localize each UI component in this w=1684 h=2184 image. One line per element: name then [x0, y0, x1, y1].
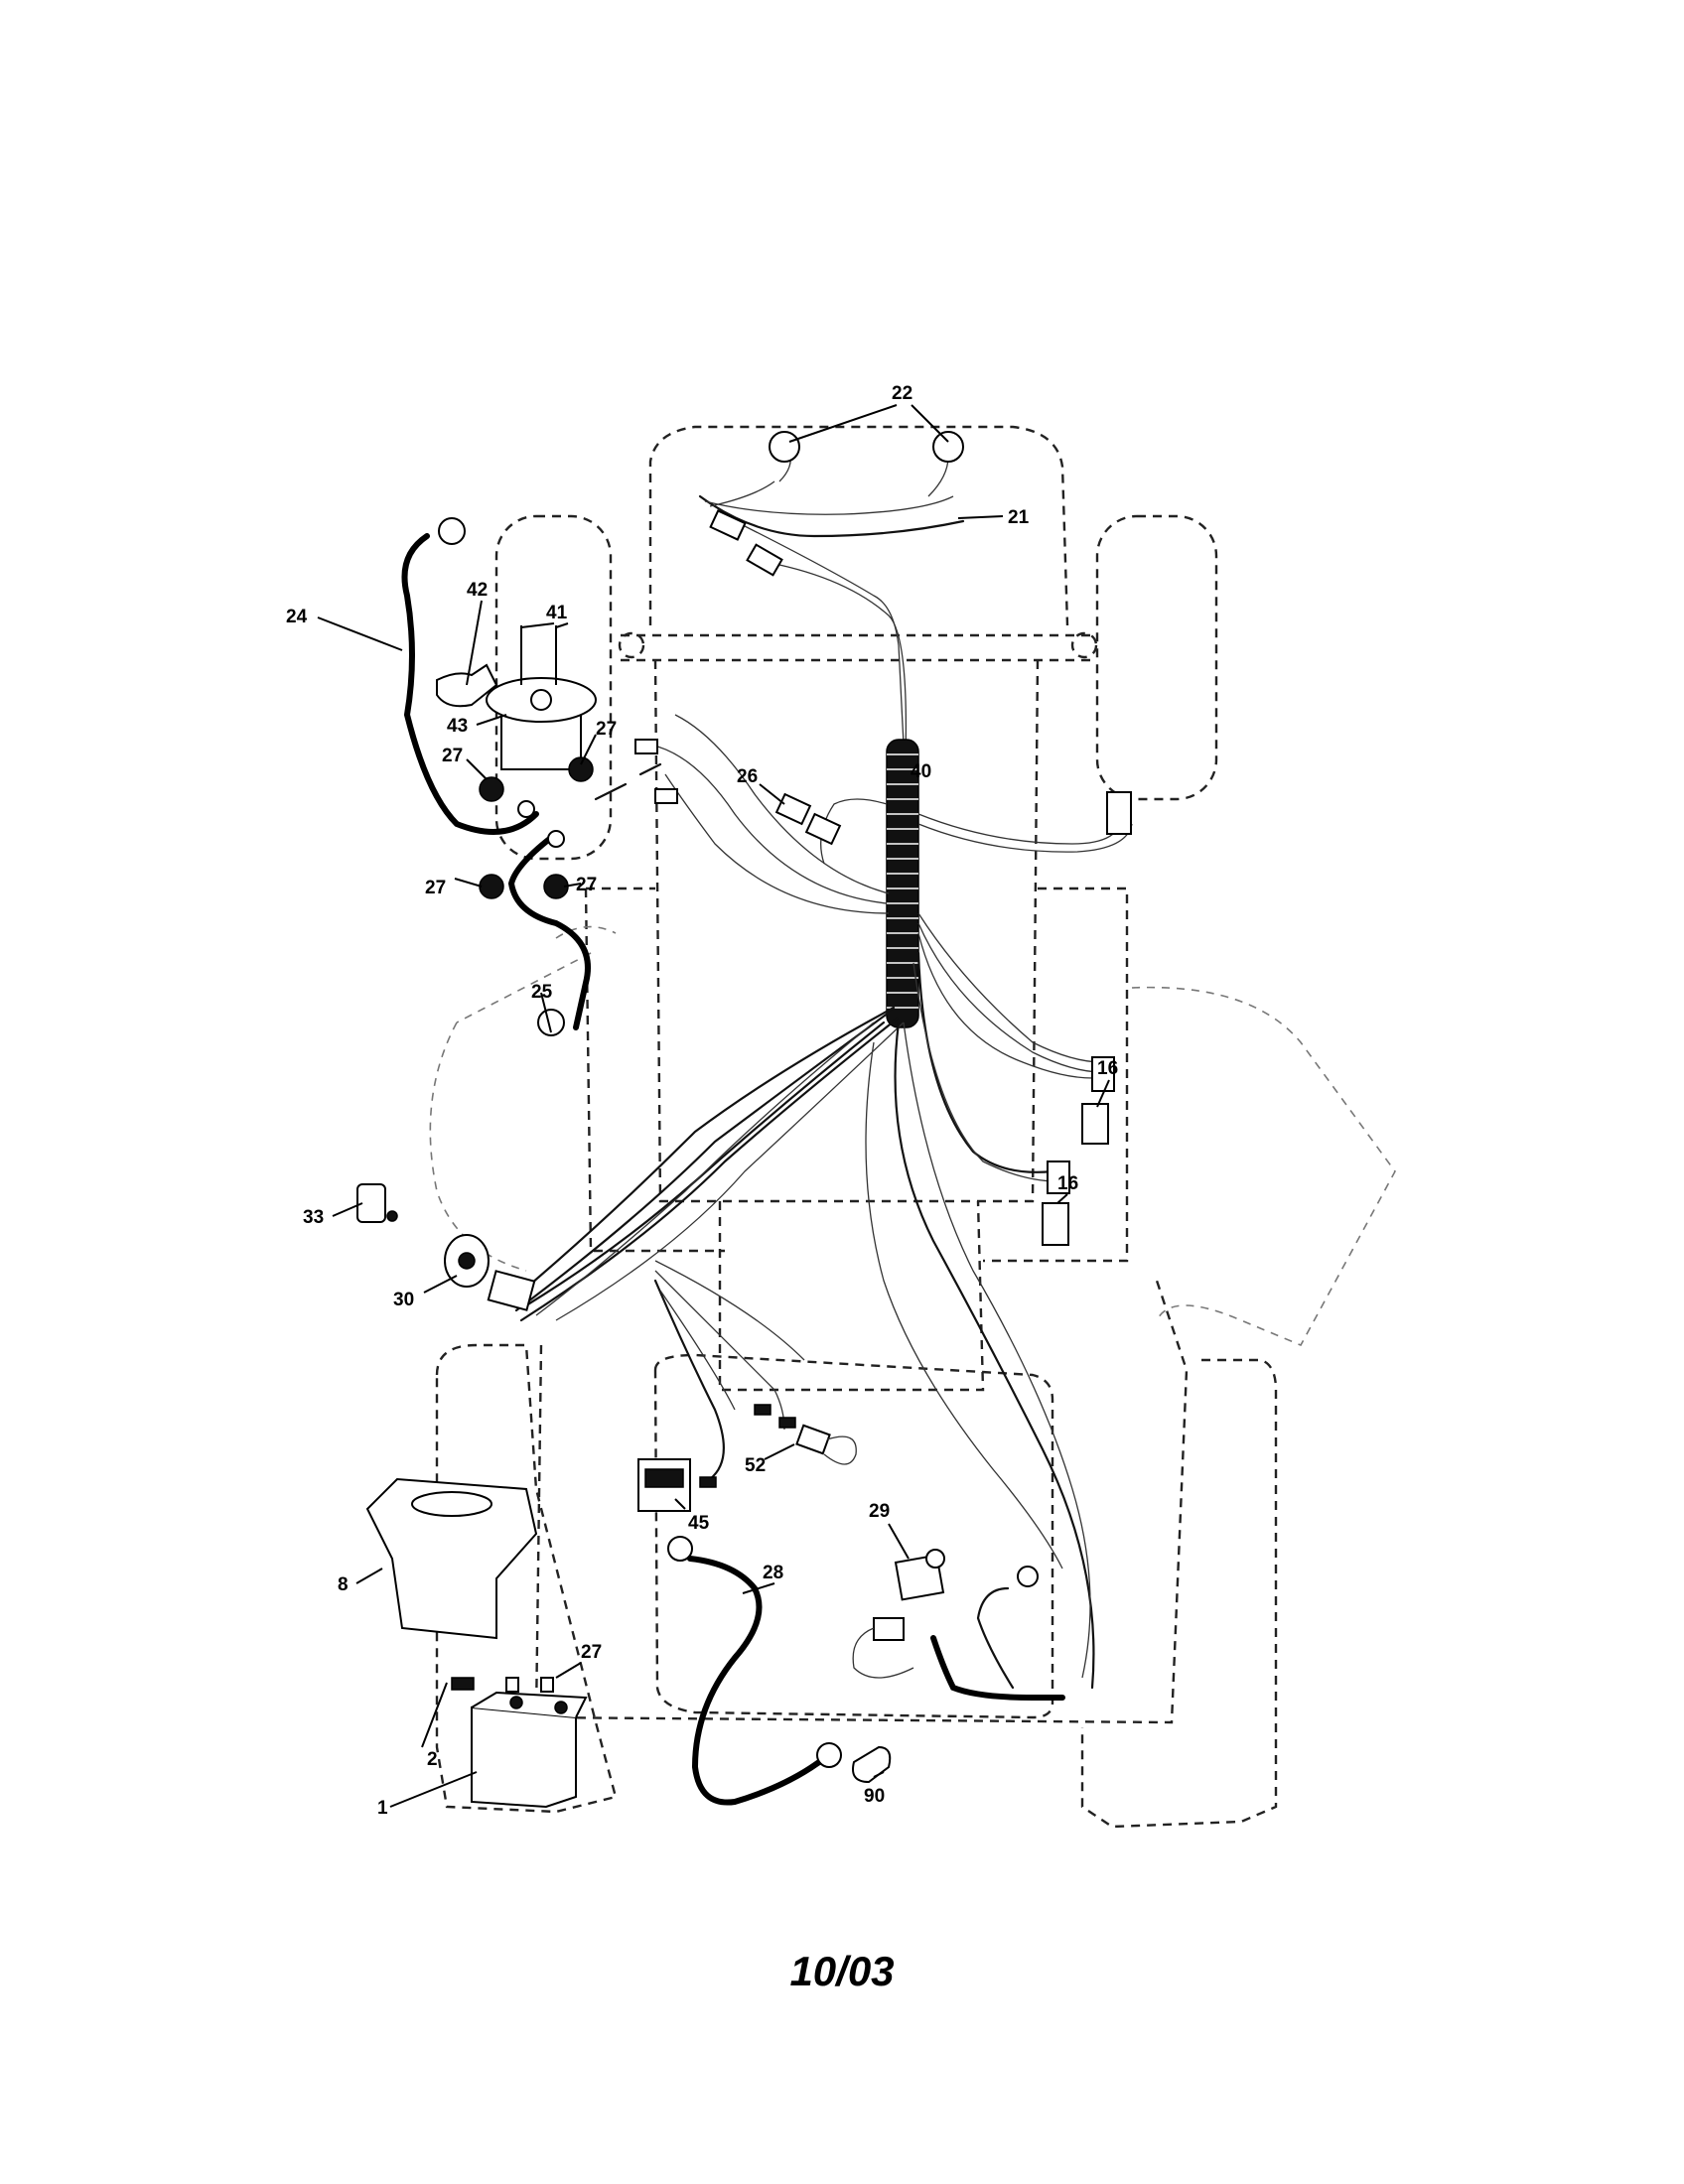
callout-22: 22 [892, 383, 912, 404]
ground-cable [667, 1536, 892, 1806]
callout-1: 1 [377, 1798, 388, 1819]
callout-42: 42 [467, 580, 488, 601]
callout-16-b: 16 [1057, 1173, 1078, 1194]
battery-assembly [365, 1477, 588, 1809]
callout-29: 29 [869, 1501, 890, 1522]
tractor-outline [429, 425, 1396, 1829]
revision-date: 10/03 [789, 1948, 894, 1994]
switch-16 [1042, 791, 1132, 1246]
ignition-assembly [356, 1183, 536, 1311]
callout-27-b: 27 [442, 746, 463, 766]
callout-24: 24 [286, 607, 308, 627]
callout-27-e: 27 [581, 1642, 602, 1663]
callout-90: 90 [864, 1786, 885, 1807]
callout-25: 25 [531, 982, 553, 1003]
connector-26 [774, 792, 842, 846]
corrugated-tube [886, 739, 919, 1028]
callout-16-a: 16 [1097, 1058, 1118, 1079]
callout-28: 28 [763, 1563, 783, 1583]
leader-lines [317, 404, 1110, 1808]
callout-26: 26 [737, 766, 758, 787]
hour-meter [637, 1458, 691, 1512]
callout-41: 41 [546, 603, 568, 623]
callout-27-a: 27 [596, 719, 617, 740]
callout-21: 21 [1008, 507, 1030, 528]
solenoid-assembly [401, 517, 678, 1036]
pto-assembly [852, 1549, 1065, 1701]
callout-52: 52 [745, 1455, 766, 1476]
main-harness [509, 520, 1133, 1690]
headlight-harness [698, 431, 965, 577]
callout-40: 40 [911, 761, 931, 782]
callout-27-d: 27 [576, 875, 597, 895]
callouts: 22 21 24 42 41 43 27 27 27 27 25 26 40 1… [286, 383, 1118, 1819]
callout-33: 33 [303, 1207, 324, 1228]
callout-27-c: 27 [425, 878, 446, 898]
callout-2: 2 [427, 1749, 438, 1770]
connector-52 [699, 1404, 857, 1488]
callout-43: 43 [447, 716, 468, 737]
callout-8: 8 [338, 1574, 349, 1595]
callout-45: 45 [688, 1513, 710, 1534]
callout-30: 30 [393, 1290, 414, 1310]
